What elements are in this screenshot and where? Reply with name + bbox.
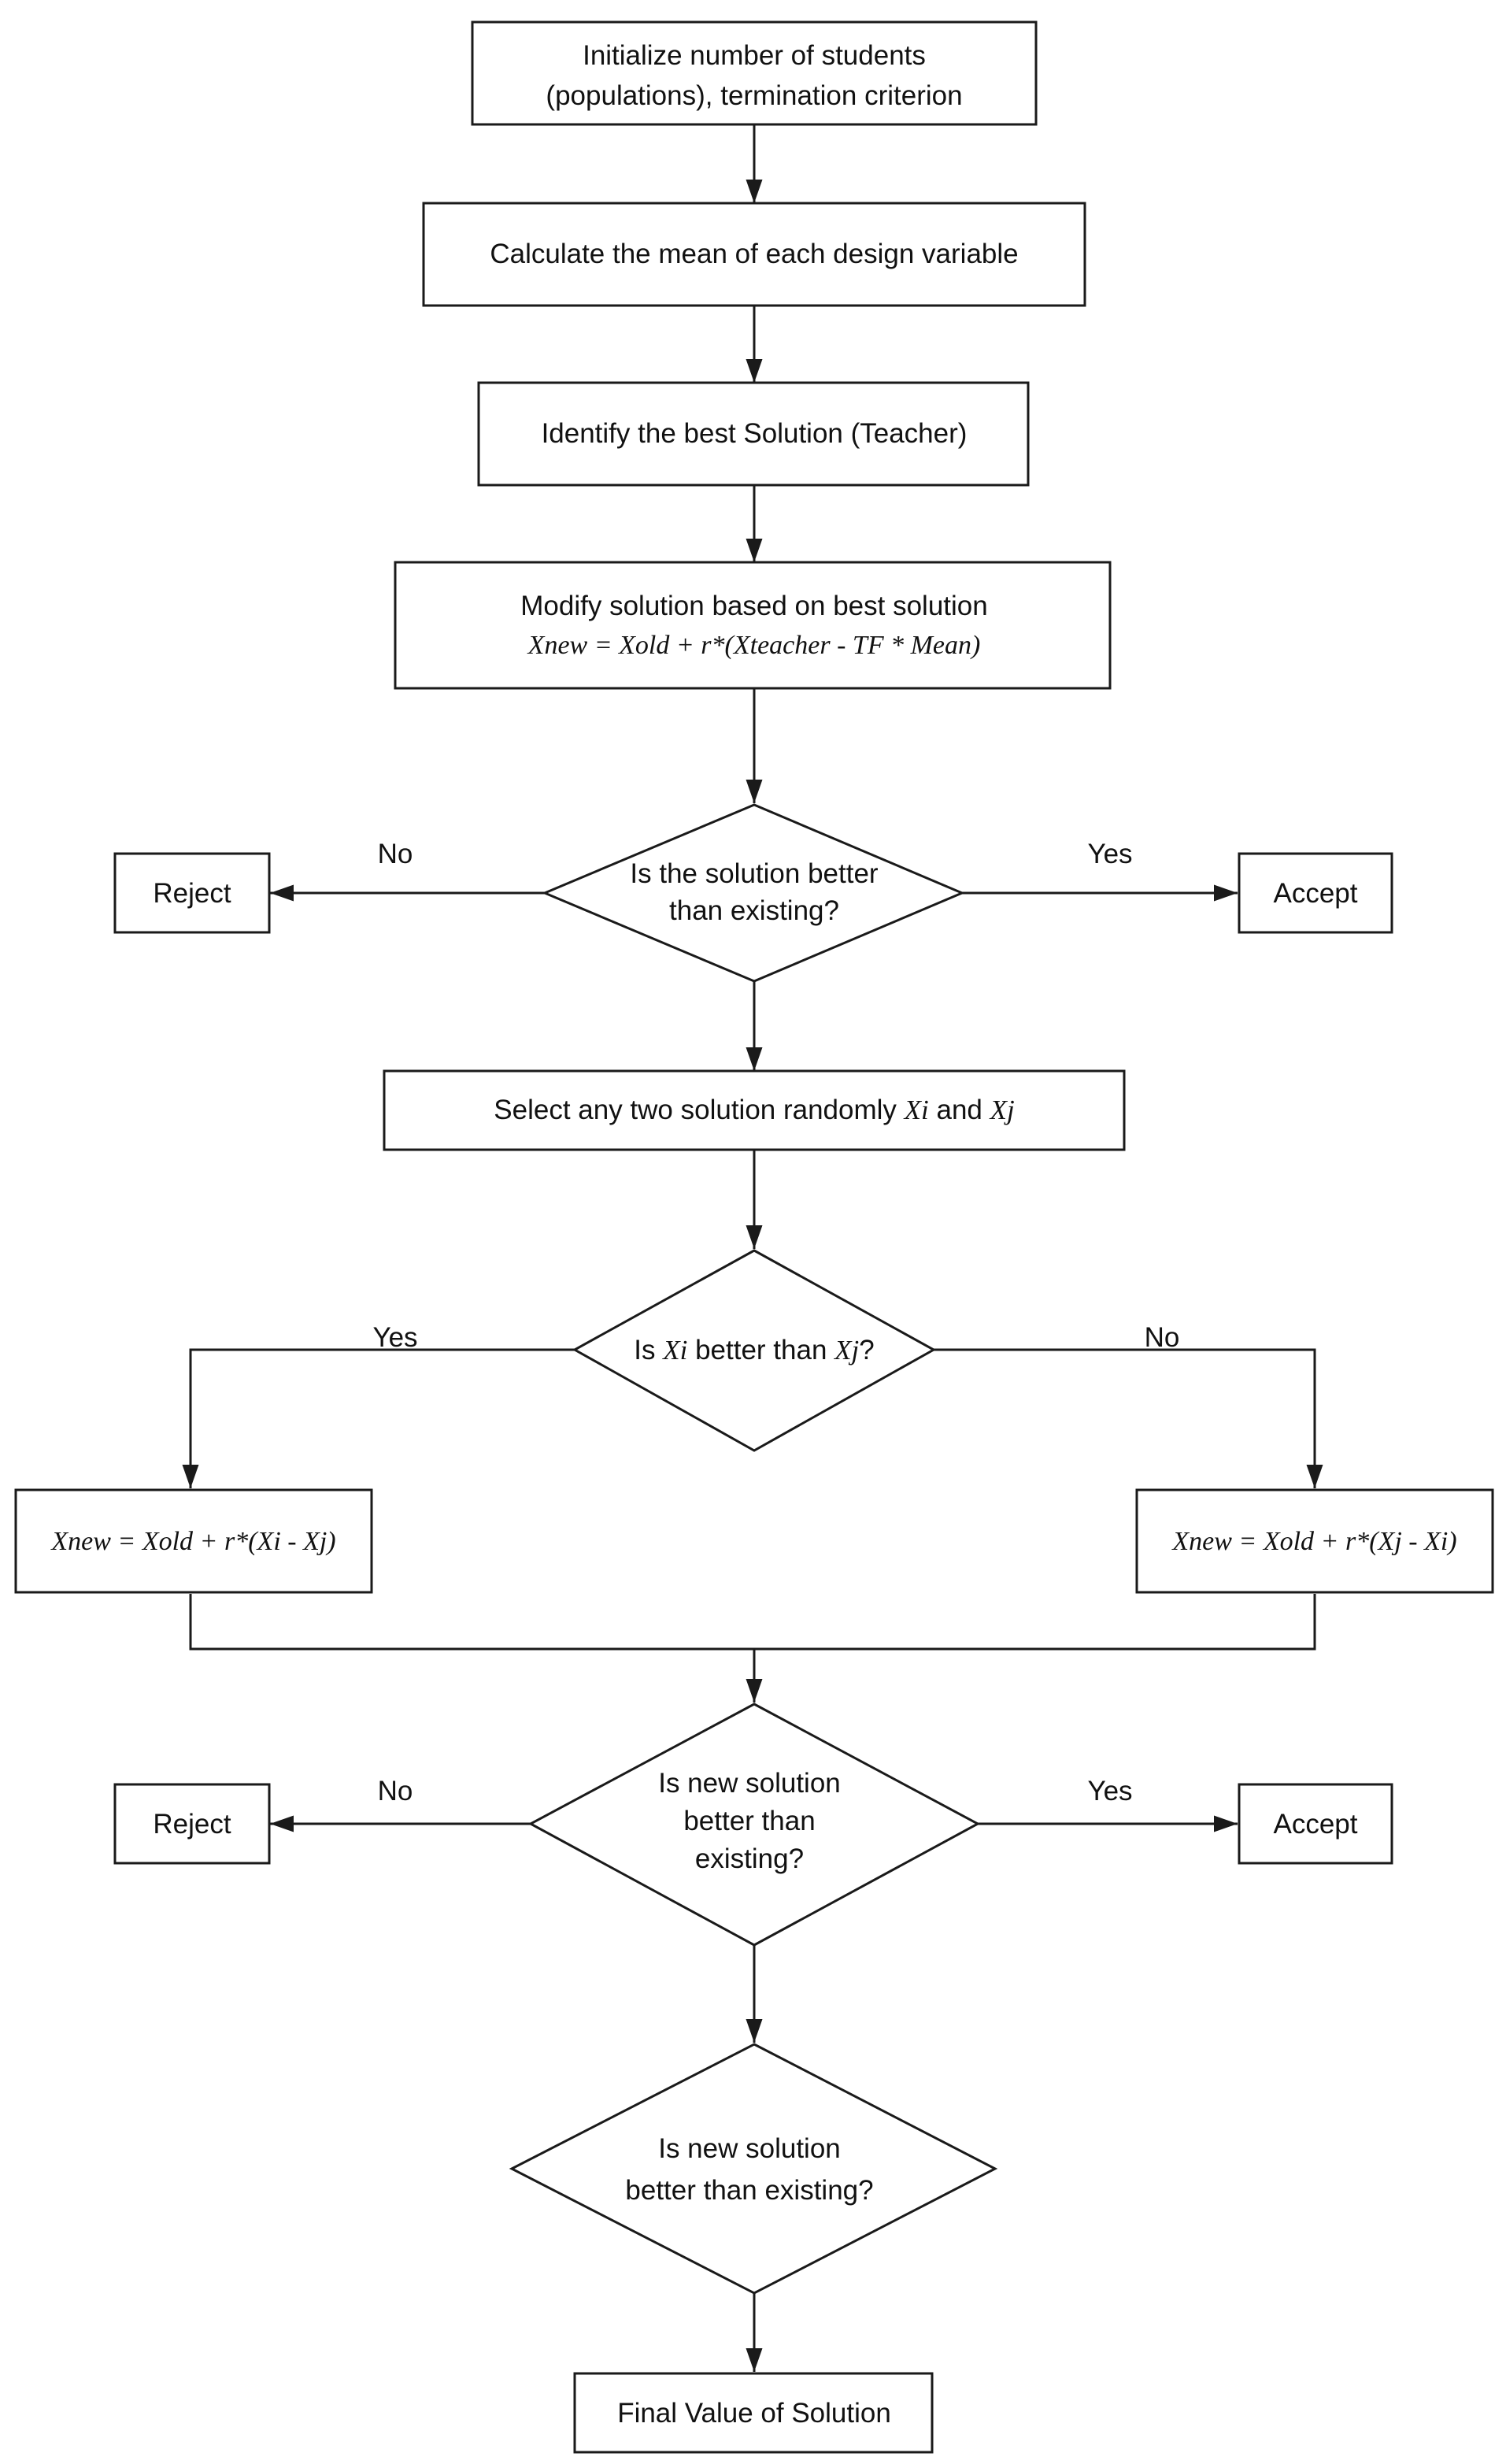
modify-formula: Xnew = Xold + r*(Xteacher - TF * Mean) xyxy=(527,631,981,660)
select-box: Select any two solution randomly Xi and … xyxy=(383,1069,1126,1151)
connectors xyxy=(182,124,1323,2372)
decision1-no-label: No xyxy=(378,839,413,869)
update-left-box: Xnew = Xold + r*(Xi - Xj) xyxy=(14,1488,373,1594)
merge-line xyxy=(189,1594,1316,1651)
decision3-yes-label: Yes xyxy=(1087,1776,1132,1806)
init-text-line1: Initialize number of students xyxy=(583,40,926,71)
teacher-text: Identify the best Solution (Teacher) xyxy=(542,418,968,449)
decision3-reject-box: Reject xyxy=(113,1783,271,1865)
decision2-text-suffix: ? xyxy=(859,1335,874,1365)
decision1-accept-box: Accept xyxy=(1238,852,1393,934)
select-text-xi: Xi xyxy=(903,1095,929,1125)
init-box: Initialize number of students (populatio… xyxy=(471,20,1038,126)
select-text-and: and xyxy=(929,1095,990,1125)
decision2-text-xi: Xi xyxy=(661,1335,687,1365)
decision2-yes-label: Yes xyxy=(372,1322,417,1353)
final-box: Final Value of Solution xyxy=(573,2372,934,2454)
update-right-formula: Xnew = Xold + r*(Xj - Xi) xyxy=(1171,1527,1456,1556)
teacher-box: Identify the best Solution (Teacher) xyxy=(477,381,1030,487)
decision2-text-middle: better than xyxy=(687,1335,834,1365)
decision3-accept-text: Accept xyxy=(1274,1809,1358,1840)
select-text-prefix: Select any two solution randomly xyxy=(494,1095,904,1125)
decision2-text: Is Xi better than Xj? xyxy=(634,1335,874,1365)
decision1-diamond: Is the solution better than existing? xyxy=(542,803,965,983)
decision4-text-line1: Is new solution xyxy=(658,2133,841,2164)
decision2-text-xj: Xj xyxy=(833,1335,859,1365)
decision4-diamond: Is new solution better than existing? xyxy=(509,2043,998,2295)
modify-box: Modify solution based on best solution X… xyxy=(394,561,1112,690)
update-left-formula: Xnew = Xold + r*(Xi - Xj) xyxy=(50,1527,335,1556)
init-text-line2: (populations), termination criterion xyxy=(546,80,962,111)
final-text: Final Value of Solution xyxy=(617,2398,891,2429)
decision3-no-label: No xyxy=(378,1776,413,1806)
decision2-no-label: No xyxy=(1145,1322,1180,1353)
modify-text-line1: Modify solution based on best solution xyxy=(520,591,987,621)
decision1-accept-text: Accept xyxy=(1274,878,1358,909)
decision3-text-line1: Is new solution xyxy=(658,1768,841,1799)
decision4-text-line2: better than existing? xyxy=(625,2175,873,2206)
decision1-reject-text: Reject xyxy=(153,878,231,909)
update-right-box: Xnew = Xold + r*(Xj - Xi) xyxy=(1135,1488,1494,1594)
decision2-diamond: Is Xi better than Xj? xyxy=(572,1249,937,1452)
mean-box: Calculate the mean of each design variab… xyxy=(422,202,1086,307)
decision3-reject-text: Reject xyxy=(153,1809,231,1840)
decision1-text-line2: than existing? xyxy=(669,895,839,926)
decision3-accept-box: Accept xyxy=(1238,1783,1393,1865)
select-text-xj: Xj xyxy=(989,1095,1015,1125)
arrow-decision2-yes-to-left-update xyxy=(182,1348,575,1488)
mean-text: Calculate the mean of each design variab… xyxy=(490,239,1018,269)
decision3-diamond: Is new solution better than existing? xyxy=(527,1703,981,1947)
decision3-text-line3: existing? xyxy=(695,1843,804,1874)
decision1-yes-label: Yes xyxy=(1087,839,1132,869)
decision3-text-line2: better than xyxy=(683,1806,815,1836)
decision1-reject-box: Reject xyxy=(113,852,271,934)
select-text: Select any two solution randomly Xi and … xyxy=(494,1095,1014,1125)
decision2-text-prefix: Is xyxy=(634,1335,663,1365)
decision1-text-line1: Is the solution better xyxy=(630,858,879,889)
arrow-decision2-no-to-right-update xyxy=(934,1348,1323,1488)
